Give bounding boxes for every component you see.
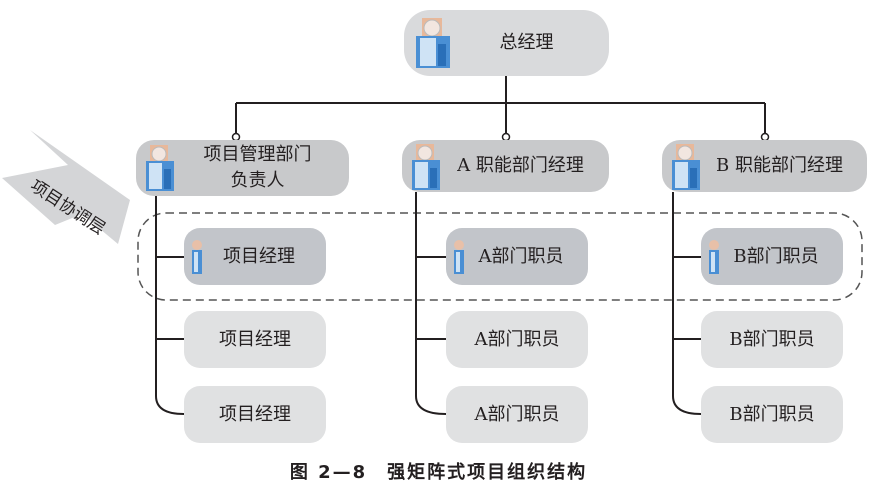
project-manager-node[interactable]: 项目经理 (184, 311, 326, 368)
node-label: B 职能部门经理 (716, 155, 843, 176)
node-label: 项目经理 (223, 245, 295, 267)
node-label: 项目经理 (219, 328, 291, 350)
person-staff-icon (709, 240, 719, 274)
node-label-line1: 项目管理部门 (203, 144, 312, 165)
b-dept-staff-node[interactable]: B部门职员 (701, 311, 843, 368)
column-connectors (155, 192, 702, 415)
coordination-arrow (2, 130, 130, 244)
top-connectors (235, 76, 766, 134)
node-label: A部门职员 (474, 328, 560, 350)
node-label: 项目管理部门 负责人 (204, 142, 312, 194)
node-label: A部门职员 (474, 403, 560, 425)
node-label: B部门职员 (729, 403, 815, 425)
person-manager-icon (412, 144, 440, 190)
project-manager-node[interactable]: 项目经理 (184, 228, 326, 285)
a-dept-manager-node[interactable]: A 职能部门经理 (402, 140, 609, 192)
person-manager-icon (416, 18, 450, 68)
general-manager-node[interactable]: 总经理 (404, 10, 609, 76)
person-manager-icon (672, 144, 700, 190)
project-manager-node[interactable]: 项目经理 (184, 386, 326, 443)
b-dept-staff-node[interactable]: B部门职员 (701, 228, 843, 285)
person-staff-icon (454, 240, 464, 274)
node-label: A 职能部门经理 (457, 155, 584, 176)
b-dept-staff-node[interactable]: B部门职员 (701, 386, 843, 443)
node-label: B部门职员 (733, 245, 819, 267)
person-manager-icon (146, 145, 174, 191)
a-dept-staff-node[interactable]: A部门职员 (446, 311, 588, 368)
a-dept-staff-node[interactable]: A部门职员 (446, 386, 588, 443)
coordination-layer-boundary (137, 212, 863, 301)
node-label: B部门职员 (729, 328, 815, 350)
node-label: 总经理 (499, 32, 554, 53)
project-dept-head-node[interactable]: 项目管理部门 负责人 (136, 140, 349, 196)
b-dept-manager-node[interactable]: B 职能部门经理 (662, 140, 867, 192)
a-dept-staff-node[interactable]: A部门职员 (446, 228, 588, 285)
figure-caption: 图 2—8 强矩阵式项目组织结构 (289, 462, 588, 483)
node-label: A部门职员 (478, 245, 564, 267)
node-label-line2: 负责人 (230, 170, 285, 191)
person-staff-icon (192, 240, 202, 274)
node-label: 项目经理 (219, 403, 291, 425)
